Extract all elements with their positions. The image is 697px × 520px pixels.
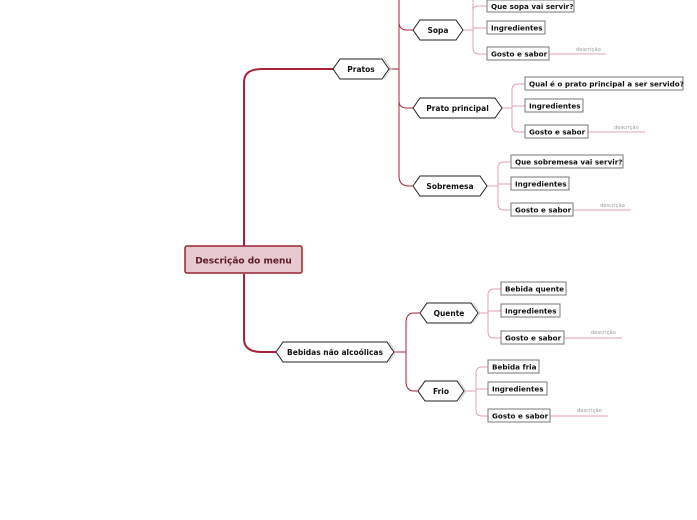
leaf-frio-taste-label: Gosto e sabor <box>492 412 549 421</box>
leaf-frio-ingredients-label: Ingredientes <box>492 385 544 394</box>
branch-quente-items <box>478 288 501 339</box>
branch-root-pratos <box>243 68 333 246</box>
topic-prato-principal-label: Prato principal <box>426 104 489 113</box>
leaf-principal-desc: descrição <box>614 125 639 131</box>
leaf-sobremesa-ingredients-label: Ingredientes <box>515 180 567 189</box>
leaf-quente-taste[interactable]: Gosto e sabor <box>500 330 565 345</box>
leaf-principal-question-label: Qual é o prato principal a ser servido? <box>529 80 684 89</box>
topic-sobremesa[interactable]: Sobremesa <box>412 175 488 197</box>
topic-prato-principal[interactable]: Prato principal <box>412 97 503 119</box>
leaf-sopa-question[interactable]: Que sopa vai servir? <box>486 0 575 13</box>
leaf-principal-ingredients[interactable]: Ingredientes <box>524 98 584 113</box>
topic-quente[interactable]: Quente <box>419 302 481 324</box>
topic-sopa-label: Sopa <box>428 26 449 35</box>
leaf-quente-ingredients[interactable]: Ingredientes <box>500 303 561 318</box>
leaf-sopa-ingredients[interactable]: Ingredientes <box>486 20 546 35</box>
topic-quente-label: Quente <box>434 309 465 318</box>
leaf-sobremesa-ingredients[interactable]: Ingredientes <box>510 176 570 191</box>
leaf-sobremesa-desc: descrição <box>600 203 625 209</box>
topic-bebidas[interactable]: Bebidas não alcoólicas <box>275 341 397 363</box>
leaf-frio-item-label: Bebida fria <box>492 363 537 372</box>
topic-pratos-label: Pratos <box>347 65 375 74</box>
leaf-sopa-taste[interactable]: Gosto e sabor <box>486 46 550 61</box>
leaf-sobremesa-taste-label: Gosto e sabor <box>515 206 572 215</box>
connectors <box>243 0 645 417</box>
branch-root-bebidas <box>243 274 276 353</box>
topic-sobremesa-label: Sobremesa <box>426 182 473 191</box>
leaf-quente-desc: descrição <box>591 330 616 336</box>
branch-bebidas-subs <box>394 312 420 392</box>
leaf-frio-taste[interactable]: Gosto e sabor <box>487 408 551 423</box>
topic-pratos[interactable]: Pratos <box>332 58 392 80</box>
topic-frio[interactable]: Frio <box>417 380 467 402</box>
leaf-quente-item-label: Bebida quente <box>505 285 564 294</box>
branch-sopa-items <box>463 0 487 55</box>
leaf-sopa-question-label: Que sopa vai servir? <box>491 2 573 11</box>
topic-sopa[interactable]: Sopa <box>412 19 464 41</box>
branch-principal-items <box>502 83 525 133</box>
leaf-sobremesa-question-label: Que sobremesa vai servir? <box>515 158 622 167</box>
topic-frio-label: Frio <box>433 387 449 396</box>
leaf-principal-question[interactable]: Qual é o prato principal a ser servido? <box>524 76 684 91</box>
leaf-sobremesa-taste[interactable]: Gosto e sabor <box>510 202 574 217</box>
branch-pratos-subs <box>389 0 413 187</box>
leaf-sopa-ingredients-label: Ingredientes <box>491 24 543 33</box>
leaf-quente-ingredients-label: Ingredientes <box>505 307 557 316</box>
leaf-frio-item[interactable]: Bebida fria <box>487 359 540 374</box>
leaf-sopa-taste-label: Gosto e sabor <box>491 50 548 59</box>
leaf-principal-taste[interactable]: Gosto e sabor <box>524 124 589 139</box>
branch-sobremesa-items <box>487 161 511 211</box>
leaf-principal-taste-label: Gosto e sabor <box>529 128 586 137</box>
topic-bebidas-label: Bebidas não alcoólicas <box>287 348 383 357</box>
leaf-sobremesa-question[interactable]: Que sobremesa vai servir? <box>510 154 624 169</box>
leaf-quente-item[interactable]: Bebida quente <box>500 281 567 296</box>
root-label: Descrição do menu <box>195 257 292 267</box>
leaf-principal-ingredients-label: Ingredientes <box>529 102 581 111</box>
branch-frio-items <box>464 366 488 417</box>
leaf-frio-ingredients[interactable]: Ingredientes <box>487 381 548 396</box>
leaf-sopa-desc: descrição <box>576 47 601 53</box>
root-node[interactable]: Descrição do menu <box>184 245 303 274</box>
leaf-frio-desc: descrição <box>577 408 602 414</box>
leaf-quente-taste-label: Gosto e sabor <box>505 334 562 343</box>
